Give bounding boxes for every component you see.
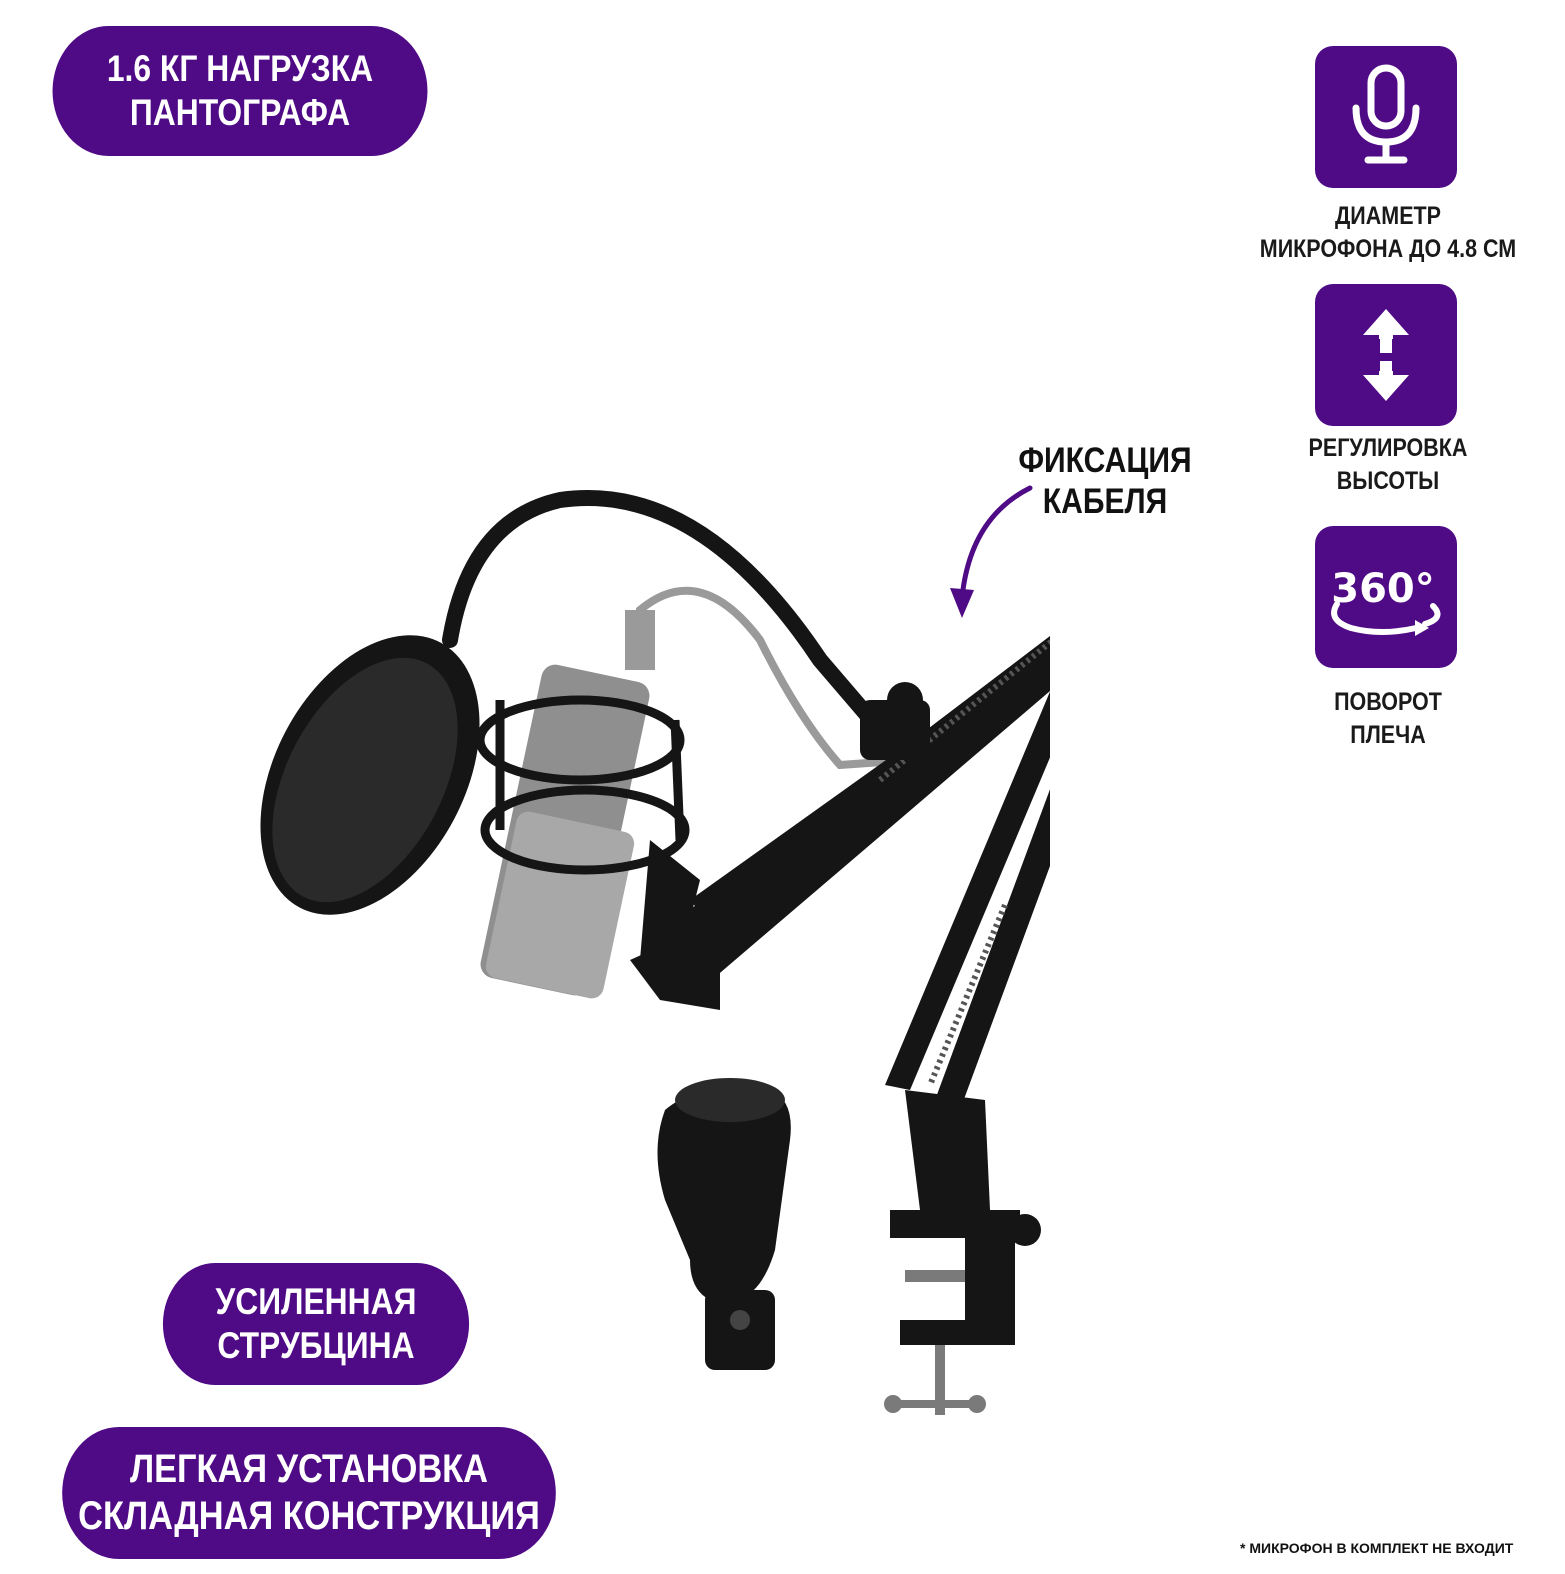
height-label-line-1: РЕГУЛИРОВКА [1308, 434, 1468, 462]
pop-filter [260, 635, 480, 915]
vertical-arrows-icon [1363, 309, 1409, 401]
arm-rotation-label: ПОВОРОТ ПЛЕЧА [1244, 686, 1533, 751]
clamp-line-1: УСИЛЕННАЯ [215, 1281, 417, 1323]
height-adjust-label: РЕГУЛИРОВКА ВЫСОТЫ [1244, 432, 1533, 497]
microphone-feature-tile [1315, 46, 1457, 188]
rotate-label-line-2: ПЛЕЧА [1350, 720, 1426, 749]
mic-label-line-2: МИКРОФОНА ДО 4.8 СМ [1259, 234, 1517, 263]
microphone-clip [657, 1078, 791, 1370]
reinforced-clamp-badge: УСИЛЕННАЯ СТРУБЦИНА [162, 1263, 470, 1385]
boom-arm [630, 636, 1050, 1110]
rotate-label-line-1: ПОВОРОТ [1334, 688, 1442, 716]
rotation-feature-tile: 360° [1315, 526, 1457, 668]
callout-line-2: КАБЕЛЯ [1042, 482, 1168, 522]
rotate-360-icon: 360° [1331, 566, 1441, 636]
install-line-2: СКЛАДНАЯ КОНСТРУКЦИЯ [78, 1494, 540, 1538]
footnote-text: * МИКРОФОН В КОМПЛЕКТ НЕ ВХОДИТ [1240, 1540, 1514, 1556]
microphone-diameter-label: ДИАМЕТР МИКРОФОНА ДО 4.8 СМ [1244, 200, 1533, 265]
load-capacity-badge: 1.6 КГ НАГРУЗКА ПАНТОГРАФА [52, 26, 428, 156]
mic-label-line-1: ДИАМЕТР [1334, 202, 1442, 230]
easy-install-badge: ЛЕГКАЯ УСТАНОВКА СКЛАДНАЯ КОНСТРУКЦИЯ [62, 1427, 556, 1559]
install-line-1: ЛЕГКАЯ УСТАНОВКА [129, 1446, 489, 1491]
load-capacity-line-2: ПАНТОГРАФА [129, 92, 351, 133]
rotate-360-text: 360° [1331, 566, 1435, 612]
load-capacity-line-1: 1.6 КГ НАГРУЗКА [106, 48, 374, 90]
height-feature-tile [1315, 284, 1457, 426]
callout-line-1: ФИКСАЦИЯ [1018, 441, 1192, 480]
height-label-line-2: ВЫСОТЫ [1336, 466, 1440, 495]
clamp-line-2: СТРУБЦИНА [217, 1325, 415, 1366]
desk-clamp [884, 1090, 1041, 1415]
microphone-icon [1352, 64, 1420, 164]
cable-fixation-callout: ФИКСАЦИЯ КАБЕЛЯ [1002, 440, 1208, 523]
curved-arrow-icon [950, 485, 1033, 618]
boom-arm-product-image [260, 490, 1050, 1415]
shock-mount [475, 695, 690, 875]
